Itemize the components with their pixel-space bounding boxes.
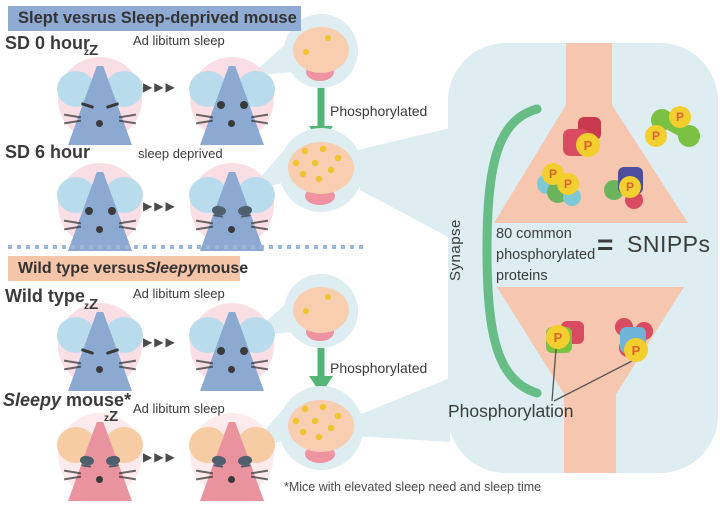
mouse-nose [96, 226, 103, 233]
phospho-p-badge: P [546, 325, 570, 349]
mouse-nose [228, 366, 235, 373]
phosphorylated-arrow-bottom [309, 348, 333, 394]
mouse-nose [228, 226, 235, 233]
mouse-row2-awake [57, 163, 143, 251]
phospho-p-badge: P [557, 173, 579, 195]
phospho-p-badge: P [624, 338, 648, 362]
synapse-panel [448, 43, 718, 473]
mouse-eye-right [237, 455, 253, 466]
mouse-row1-asleep [57, 57, 143, 145]
mouse-nose [96, 120, 103, 127]
brain-bubble-deprived-top [279, 128, 363, 212]
zoom-wedge-top [358, 128, 450, 238]
mouse-eye-left [85, 207, 93, 215]
mouse-row1-awake [189, 57, 275, 145]
mouse-nose [96, 476, 103, 483]
mouse-eye-right [108, 207, 116, 215]
mouse-nose [228, 120, 235, 127]
mouse-row3-asleep [57, 303, 143, 391]
mouse-eye-right [105, 455, 121, 466]
brain-bubble-sleepy-bottom [279, 386, 363, 470]
phosphorylation-pointer-lines [551, 348, 635, 402]
mouse-nose [96, 366, 103, 373]
phospho-p-badge: P [669, 106, 691, 128]
synapse-bracket [482, 104, 542, 398]
axon-stem-top [566, 43, 612, 107]
mouse-eye-left [217, 101, 225, 109]
brain-bubble-rested-bottom [284, 274, 358, 348]
mouse-eye-left [217, 347, 225, 355]
mouse-row2-deprived [189, 163, 275, 251]
mouse-row3-awake [189, 303, 275, 391]
brain-bubble-rested-top [284, 14, 358, 88]
zoom-wedge-bottom [356, 378, 450, 442]
mouse-nose [228, 476, 235, 483]
mouse-eye-right [240, 347, 248, 355]
phospho-p-badge: P [576, 133, 600, 157]
phospho-p-badge: P [619, 176, 641, 198]
synapse-panel-background [448, 43, 718, 473]
mouse-eye-right [237, 205, 253, 216]
mouse-row4-sleepy-1 [57, 413, 143, 501]
phospho-p-badge: P [645, 125, 667, 147]
mouse-row4-sleepy-2 [189, 413, 275, 501]
mouse-eye-right [240, 101, 248, 109]
